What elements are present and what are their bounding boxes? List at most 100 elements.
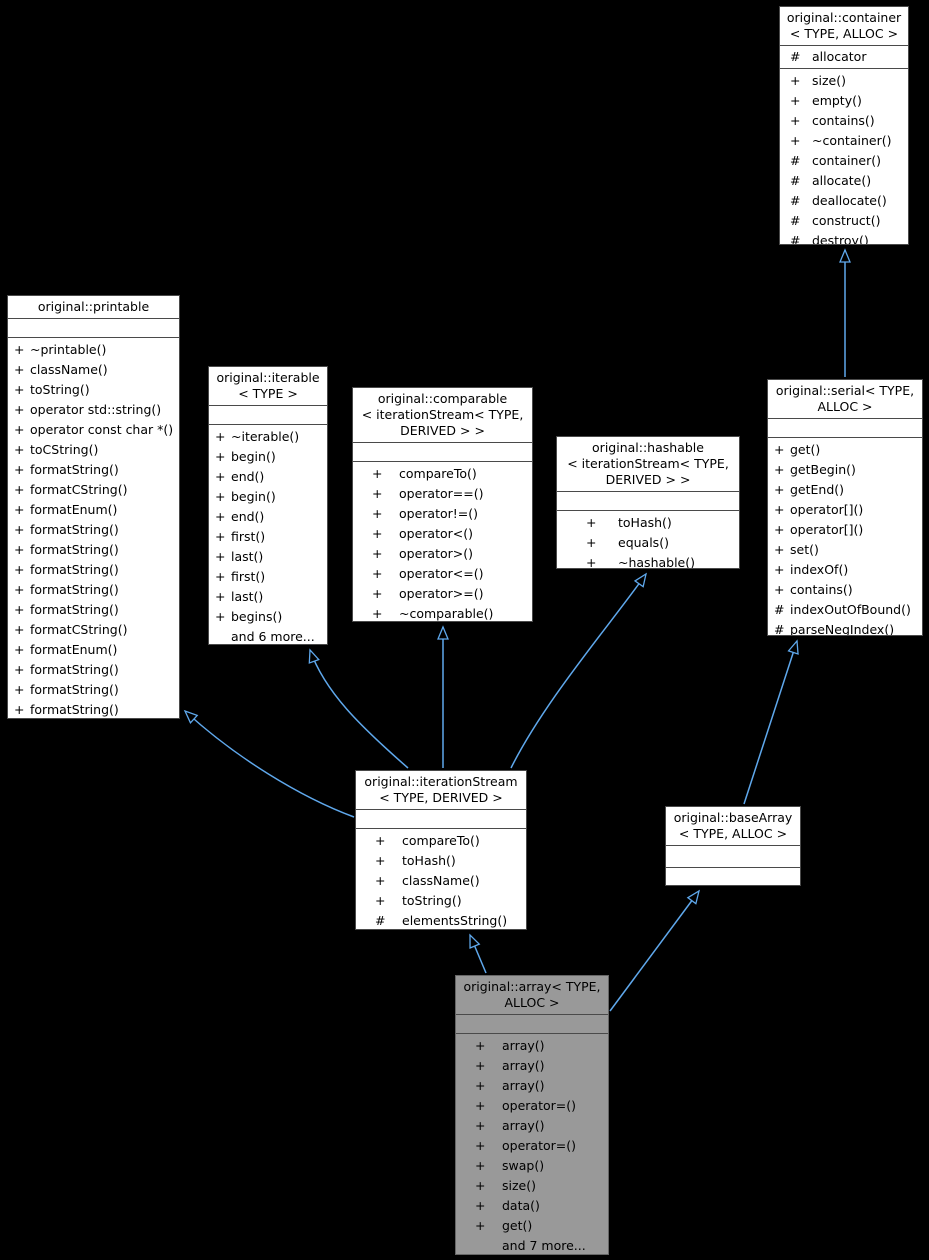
member-row: +formatString()	[14, 580, 179, 600]
member-name: allocator	[812, 49, 867, 64]
member-row: +size()	[790, 71, 908, 91]
member-name: size()	[812, 73, 846, 88]
member-name: ~container()	[812, 133, 892, 148]
member-row: #deallocate()	[790, 191, 908, 211]
member-name: first()	[231, 569, 266, 584]
member-row: +formatString()	[14, 460, 179, 480]
member-visibility	[475, 1236, 502, 1254]
member-row: #parseNegIndex()	[774, 620, 922, 636]
member-row: +begin()	[215, 487, 327, 507]
member-name: indexOutOfBound()	[790, 602, 911, 617]
member-visibility: +	[215, 589, 226, 604]
member-name: formatCString()	[30, 622, 128, 637]
member-name: array()	[502, 1118, 545, 1133]
member-name: operator=()	[502, 1138, 576, 1153]
member-name: formatString()	[30, 662, 119, 677]
member-name: begins()	[231, 609, 283, 624]
member-name: toString()	[30, 382, 90, 397]
member-row: +~comparable()	[372, 604, 532, 621]
member-visibility: +	[14, 562, 25, 577]
class-title: original::baseArray < TYPE, ALLOC >	[666, 807, 800, 846]
member-row: #elementsString()	[375, 911, 526, 929]
member-name: className()	[30, 362, 108, 377]
inheritance-arrow-basearray-to-serial	[743, 639, 799, 805]
class-box-basearray[interactable]: original::baseArray < TYPE, ALLOC >	[665, 806, 801, 886]
inheritance-arrow-iterationstream-to-iterable	[308, 648, 409, 769]
member-name: formatString()	[30, 602, 119, 617]
member-name: formatEnum()	[30, 642, 118, 657]
member-visibility: +	[14, 622, 25, 637]
member-name: size()	[502, 1178, 536, 1193]
member-visibility: #	[774, 622, 785, 636]
member-name: destroy()	[812, 233, 869, 245]
member-name: last()	[231, 549, 264, 564]
class-title: original::iterationStream < TYPE, DERIVE…	[356, 771, 526, 810]
member-name: getBegin()	[790, 462, 856, 477]
member-visibility: +	[774, 502, 785, 517]
class-methods	[666, 868, 800, 885]
inheritance-arrow-array-to-basearray	[609, 889, 701, 1012]
member-visibility: +	[215, 509, 226, 524]
member-visibility: +	[14, 542, 25, 557]
member-visibility: +	[774, 442, 785, 457]
member-row: +compareTo()	[375, 831, 526, 851]
member-visibility: +	[475, 1198, 486, 1213]
member-visibility: +	[586, 515, 597, 530]
member-row: +get()	[774, 440, 922, 460]
member-visibility: +	[215, 469, 226, 484]
member-row: +operator>()	[372, 544, 532, 564]
class-title: original::iterable < TYPE >	[209, 367, 327, 406]
member-row: +operator<()	[372, 524, 532, 544]
member-name: set()	[790, 542, 819, 557]
inheritance-arrow-iterationstream-to-printable	[183, 709, 355, 818]
member-name: toCString()	[30, 442, 99, 457]
member-row: + formatCString()	[14, 620, 179, 640]
member-row: +operator==()	[372, 484, 532, 504]
member-row: +toString()	[375, 891, 526, 911]
class-title: original::container < TYPE, ALLOC >	[780, 7, 908, 46]
member-row: +first()	[215, 527, 327, 547]
class-box-iterable[interactable]: original::iterable < TYPE > +~iterable()…	[208, 366, 328, 645]
member-visibility: +	[14, 482, 25, 497]
member-visibility: +	[475, 1178, 486, 1193]
class-attributes	[456, 1015, 608, 1034]
class-title: original::array< TYPE, ALLOC >	[456, 976, 608, 1015]
class-box-container[interactable]: original::container < TYPE, ALLOC > #all…	[779, 6, 909, 245]
member-visibility: +	[375, 833, 386, 848]
member-visibility: +	[475, 1038, 486, 1053]
member-visibility: +	[375, 873, 386, 888]
member-visibility: +	[372, 486, 383, 501]
member-name: begin()	[231, 449, 276, 464]
member-row: #indexOutOfBound()	[774, 600, 922, 620]
member-name: compareTo()	[399, 466, 477, 481]
member-name: and 7 more...	[502, 1238, 586, 1253]
class-box-printable[interactable]: original::printable +~printable()+classN…	[7, 295, 180, 719]
class-box-iterationstream[interactable]: original::iterationStream < TYPE, DERIVE…	[355, 770, 527, 930]
class-box-serial[interactable]: original::serial< TYPE, ALLOC > +get()+g…	[767, 379, 923, 636]
member-name: toHash()	[402, 853, 456, 868]
member-name: swap()	[502, 1158, 545, 1173]
member-row: + begins()	[215, 607, 327, 627]
member-visibility: +	[215, 609, 226, 624]
member-name: operator std::string()	[30, 402, 162, 417]
member-row: +formatString()	[14, 660, 179, 680]
member-name: array()	[502, 1038, 545, 1053]
class-box-hashable[interactable]: original::hashable < iterationStream< TY…	[556, 436, 740, 569]
member-name: formatString()	[30, 542, 119, 557]
member-visibility: +	[774, 582, 785, 597]
member-name: formatString()	[30, 702, 119, 717]
class-box-comparable[interactable]: original::comparable < iterationStream< …	[352, 387, 533, 622]
member-visibility: +	[14, 502, 25, 517]
class-methods: +~iterable()+begin()+end()+begin()+end()…	[209, 425, 327, 644]
member-visibility: +	[372, 546, 383, 561]
member-row: +toCString()	[14, 440, 179, 460]
class-title: original::serial< TYPE, ALLOC >	[768, 380, 922, 419]
member-row: +toHash()	[586, 513, 739, 533]
member-name: toString()	[402, 893, 462, 908]
member-row: + array()	[475, 1036, 608, 1056]
member-visibility: +	[372, 566, 383, 581]
class-box-array-current[interactable]: original::array< TYPE, ALLOC > +array()+…	[455, 975, 609, 1255]
member-visibility: +	[215, 549, 226, 564]
class-attributes: #allocator	[780, 46, 908, 69]
member-visibility: +	[14, 602, 25, 617]
